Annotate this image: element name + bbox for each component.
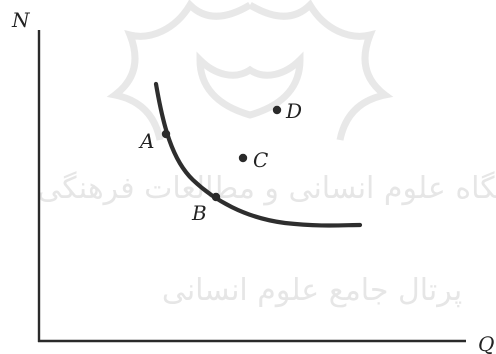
watermark-logo xyxy=(106,0,394,141)
x-axis-label: Q xyxy=(478,332,494,354)
point-b-label: B xyxy=(191,201,207,225)
point-d-label: D xyxy=(285,99,302,123)
point-a-label: A xyxy=(138,129,154,153)
point-a xyxy=(161,129,171,139)
point-b xyxy=(211,192,221,202)
watermark-line-2: پرتال جامع علوم انسانی xyxy=(162,273,462,308)
watermark-line-1: پژوهشگاه علوم انسانی و مطالعات فرهنگی xyxy=(37,171,496,206)
point-c xyxy=(238,153,248,163)
point-c-label: C xyxy=(253,148,268,172)
watermark: پژوهشگاه علوم انسانی و مطالعات فرهنگی پر… xyxy=(37,0,496,308)
point-d xyxy=(272,105,282,115)
y-axis-label: N xyxy=(11,8,31,32)
